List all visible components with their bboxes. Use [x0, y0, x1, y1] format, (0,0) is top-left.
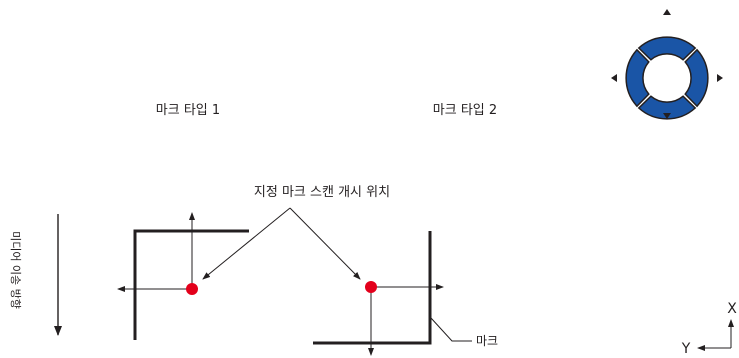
y-axis-label: Y [681, 341, 691, 357]
axis-indicator: X Y [681, 301, 737, 357]
dpad-right-arrow-icon [717, 74, 723, 82]
scan-start-point-2 [365, 281, 377, 293]
mark-type-1 [117, 212, 249, 340]
mark-type-2-corner [313, 231, 432, 345]
mark-type-1-label: 마크 타입 1 [156, 103, 220, 118]
leader-line-type1 [202, 207, 291, 280]
scan-start-point-1 [186, 283, 198, 295]
dpad-up-button[interactable] [637, 36, 697, 61]
feed-direction-label: 미디어 이송 방향 [9, 231, 22, 309]
mark-type-2-label: 마크 타입 2 [433, 103, 497, 118]
dpad-down-button[interactable] [637, 95, 697, 120]
mark-type-2: 마크 [313, 231, 498, 356]
leader-line-type2 [289, 207, 361, 280]
mark-type-1-corner [133, 229, 249, 340]
mark-label: 마크 [476, 334, 498, 348]
dpad-ring [625, 36, 709, 120]
scan-start-label: 지정 마크 스캔 개시 위치 [254, 185, 390, 200]
dpad-down-arrow-icon [663, 113, 671, 119]
dpad-right-button[interactable] [684, 48, 709, 108]
dpad-left-arrow-icon [611, 74, 617, 82]
x-axis-label: X [727, 301, 737, 317]
mark-callout-line [430, 317, 472, 342]
dpad-left-button[interactable] [625, 48, 650, 108]
dpad-icon [611, 9, 723, 120]
dpad-up-arrow-icon [663, 9, 671, 15]
